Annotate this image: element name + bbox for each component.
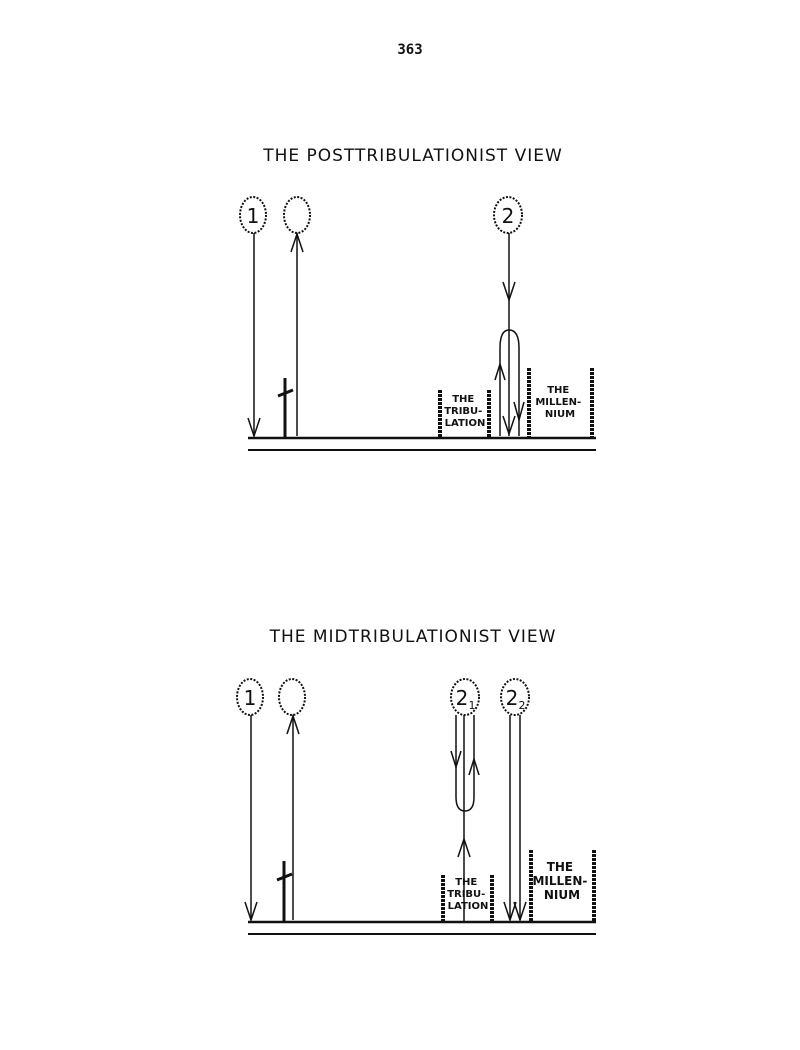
midtrib-diagram: 1 2 1 2 2 — [236, 678, 596, 935]
coming-2b-subscript: 2 — [519, 699, 526, 712]
coming-2a-subscript: 1 — [469, 699, 476, 712]
ascension-cloud-icon — [283, 196, 311, 234]
ascension-cloud-icon — [278, 678, 306, 716]
page-number: 363 — [397, 42, 423, 58]
up-arrow-icon — [290, 231, 304, 253]
up-arrow-icon — [494, 361, 506, 381]
cloud-2-2-icon: 2 2 — [500, 678, 530, 716]
coming-1-number: 1 — [247, 204, 260, 228]
cloud-1-icon: 1 — [239, 196, 267, 234]
coming-2-number: 2 — [502, 204, 515, 228]
down-arrow-icon — [513, 401, 525, 423]
cloud-2-icon: 2 — [493, 196, 523, 234]
millennium-label: THE MILLEN- NIUM — [532, 860, 591, 902]
tribulation-label: THE TRIBU- LATION — [447, 877, 489, 912]
cloud-1-icon: 1 — [236, 678, 264, 716]
down-arrow-icon — [247, 417, 261, 439]
posttrib-diagram: 1 2 THE TRIBU- LATION — [239, 196, 596, 451]
rapture-loop — [455, 715, 475, 812]
cross-icon — [276, 861, 293, 922]
up-arrow-icon — [286, 713, 300, 735]
posttrib-title: THE POSTTRIBULATIONIST VIEW — [263, 146, 563, 166]
coming-2a-number: 2 — [456, 686, 469, 710]
coming-2b-number: 2 — [506, 686, 519, 710]
down-arrow-icon — [503, 901, 517, 923]
up-arrow-icon — [457, 836, 471, 858]
millennium-label: THE MILLEN- NIUM — [535, 385, 584, 420]
tribulation-label: THE TRIBU- LATION — [444, 394, 486, 429]
down-arrow-icon — [502, 281, 516, 303]
down-arrow-icon — [244, 901, 258, 923]
midtrib-title: THE MIDTRIBULATIONIST VIEW — [269, 627, 557, 647]
down-arrow-icon — [502, 415, 516, 437]
up-arrow-icon — [468, 756, 480, 776]
down-arrow-icon — [513, 901, 527, 923]
cross-icon — [277, 378, 294, 438]
cloud-2-1-icon: 2 1 — [450, 678, 480, 716]
down-arrow-icon — [450, 750, 462, 770]
coming-1-number: 1 — [244, 686, 257, 710]
